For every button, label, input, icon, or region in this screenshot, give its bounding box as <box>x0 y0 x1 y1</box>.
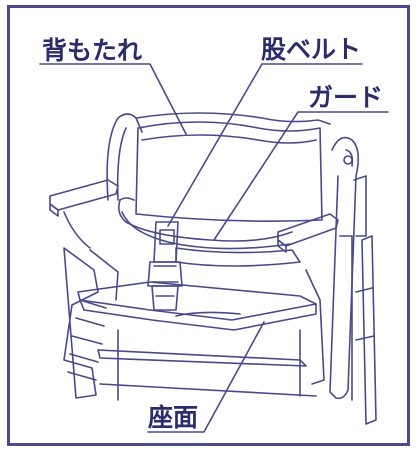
crotch-belt <box>147 221 183 311</box>
left-armrest <box>49 179 119 249</box>
leader-backrest <box>39 63 187 135</box>
guard <box>118 197 301 267</box>
leader-seat <box>147 321 265 433</box>
label-guard: ガード <box>308 83 383 112</box>
backrest-frame <box>106 112 331 201</box>
leader-lines <box>39 63 389 433</box>
leader-guard <box>213 111 389 241</box>
label-crotch-belt: 股ベルト <box>261 35 361 64</box>
label-seat: 座面 <box>148 403 198 432</box>
right-armrest <box>277 213 339 253</box>
left-back-leg <box>63 247 119 399</box>
label-backrest: 背もたれ <box>42 36 142 65</box>
leader-crotch-belt <box>167 63 363 227</box>
lower-rails <box>97 269 325 401</box>
seat <box>77 281 317 331</box>
right-post <box>329 136 377 425</box>
backrest-panel <box>135 121 323 222</box>
